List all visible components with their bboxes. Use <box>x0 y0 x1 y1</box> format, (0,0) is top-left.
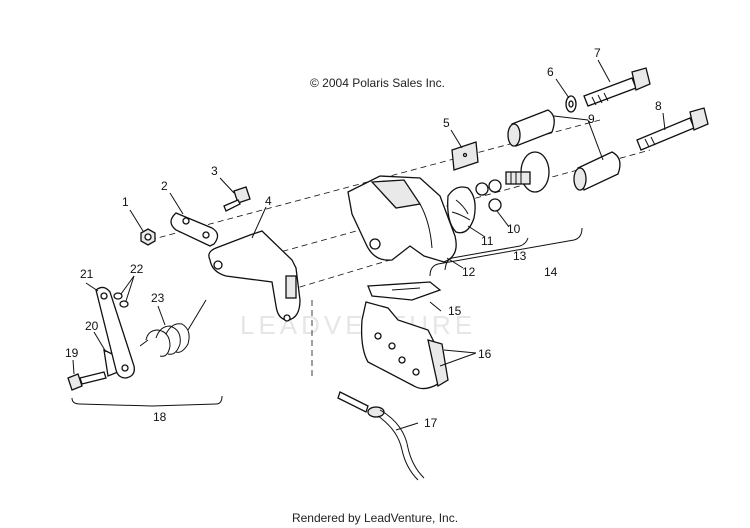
copyright-notice: © 2004 Polaris Sales Inc. <box>310 76 445 90</box>
callout-6: 6 <box>547 65 554 79</box>
callout-5: 5 <box>443 116 450 130</box>
callout-15: 15 <box>448 304 462 318</box>
callout-17: 17 <box>424 416 438 430</box>
callout-18: 18 <box>153 410 167 424</box>
callout-4: 4 <box>265 194 272 208</box>
callout-2: 2 <box>161 179 168 193</box>
part-nut <box>140 228 156 246</box>
callout-23: 23 <box>151 291 165 305</box>
callout-22: 22 <box>130 262 144 276</box>
part-bolt <box>636 107 709 151</box>
callout-labels: 1 2 3 4 5 6 7 8 9 10 11 12 13 14 15 16 1… <box>65 46 662 430</box>
callout-12: 12 <box>462 265 476 279</box>
part-actuator-hub <box>505 151 550 193</box>
render-credit: Rendered by LeadVenture, Inc. <box>291 511 459 525</box>
part-bracket <box>208 230 301 322</box>
callout-20: 20 <box>85 319 99 333</box>
part-link <box>170 212 219 247</box>
callout-21: 21 <box>80 267 94 281</box>
part-short-bolt <box>223 186 251 212</box>
callout-3: 3 <box>211 164 218 178</box>
part-shim <box>367 281 442 301</box>
part-rivets <box>113 292 129 308</box>
group-brackets <box>71 227 583 407</box>
part-lever-arm <box>95 286 135 379</box>
part-spacers <box>507 109 621 191</box>
callout-13: 13 <box>513 249 527 263</box>
part-torsion-spring <box>139 299 207 357</box>
callout-8: 8 <box>655 99 662 113</box>
callout-7: 7 <box>594 46 601 60</box>
callout-11: 11 <box>481 234 494 248</box>
part-caliper-body <box>347 175 457 263</box>
part-washer <box>565 95 577 113</box>
part-cable <box>337 391 425 481</box>
part-balls <box>475 179 502 212</box>
part-plate <box>451 141 479 171</box>
callout-19: 19 <box>65 346 79 360</box>
leader-lines <box>72 59 666 431</box>
callout-9: 9 <box>588 112 595 126</box>
callout-16: 16 <box>478 347 492 361</box>
callout-10: 10 <box>507 222 521 236</box>
callout-14: 14 <box>544 265 558 279</box>
callout-1: 1 <box>122 195 129 209</box>
part-long-bolt <box>583 67 651 107</box>
part-brake-pads <box>360 301 449 390</box>
part-adjuster-bolt <box>67 371 107 391</box>
